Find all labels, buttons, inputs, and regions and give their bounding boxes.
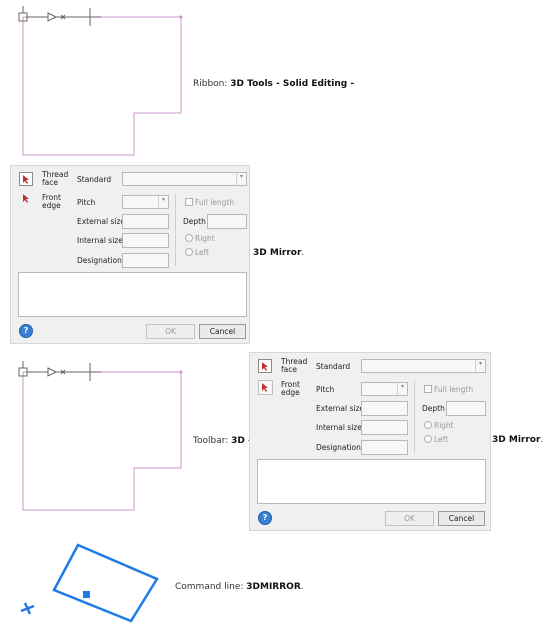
left-label: Left xyxy=(195,248,210,257)
ok-button[interactable]: OK xyxy=(385,511,434,526)
standard-label: Standard xyxy=(316,362,351,371)
cursor-select-icon xyxy=(262,383,268,392)
depth-label: Depth xyxy=(422,404,445,413)
internal-size-field[interactable] xyxy=(361,420,408,435)
command-line-caption: Command line: 3DMIRROR. xyxy=(175,582,304,592)
full-length-checkbox[interactable] xyxy=(185,198,193,206)
external-size-field[interactable] xyxy=(122,214,169,229)
internal-size-label: Internal size xyxy=(316,423,362,432)
depth-field[interactable] xyxy=(207,214,247,229)
right-radio[interactable] xyxy=(185,234,193,242)
mirror-caption-2-bold: 3D Mirror xyxy=(492,435,541,445)
crosshair-icon xyxy=(20,602,35,615)
command-line-caption-suffix: . xyxy=(300,582,304,592)
mirror-caption-2: 3D Mirror. xyxy=(492,435,543,445)
toolbar-caption: Toolbar: 3D - xyxy=(193,436,252,446)
divider xyxy=(414,381,415,453)
command-name: 3DMIRROR xyxy=(246,582,301,592)
pitch-label: Pitch xyxy=(316,385,335,394)
right-label: Right xyxy=(434,421,454,430)
depth-field[interactable] xyxy=(446,401,486,416)
mirror-caption-1-bold: 3D Mirror xyxy=(253,248,302,258)
mirror-caption-2-suffix: . xyxy=(540,435,544,445)
description-textarea[interactable] xyxy=(257,459,486,504)
front-edge-label: Front edge xyxy=(42,193,61,210)
standard-select[interactable]: ▾ xyxy=(361,359,486,373)
cursor-select-icon xyxy=(262,362,268,371)
standard-label: Standard xyxy=(77,175,112,184)
ribbon-caption-prefix: Ribbon: xyxy=(193,79,231,89)
left-radio[interactable] xyxy=(185,248,193,256)
mirror-caption-1-suffix: . xyxy=(301,248,305,258)
cancel-button[interactable]: Cancel xyxy=(199,324,246,339)
cursor-select-icon xyxy=(23,175,29,184)
drawing-middle xyxy=(18,361,183,511)
internal-size-field[interactable] xyxy=(122,233,169,248)
grip-point xyxy=(83,591,90,598)
chevron-down-icon: ▾ xyxy=(158,196,168,208)
external-size-label: External size xyxy=(77,217,126,226)
ok-button[interactable]: OK xyxy=(146,324,195,339)
external-size-field[interactable] xyxy=(361,401,408,416)
ucs-axis-top xyxy=(18,6,183,26)
full-length-label: Full length xyxy=(195,198,235,207)
pitch-select[interactable]: ▾ xyxy=(122,195,169,209)
left-label: Left xyxy=(434,435,449,444)
ribbon-path: 3D Tools - Solid Editing - xyxy=(230,79,355,89)
chevron-down-icon: ▾ xyxy=(236,173,246,185)
designation-label: Designation xyxy=(316,443,361,452)
thread-face-select-button[interactable] xyxy=(258,359,272,373)
front-edge-select-button[interactable] xyxy=(21,193,31,207)
full-length-label: Full length xyxy=(434,385,474,394)
mirror-caption-1: 3D Mirror. xyxy=(253,248,304,258)
left-radio[interactable] xyxy=(424,435,432,443)
internal-size-label: Internal size xyxy=(77,236,123,245)
toolbar-caption-prefix: Toolbar: xyxy=(193,436,232,446)
right-radio[interactable] xyxy=(424,421,432,429)
designation-label: Designation xyxy=(77,256,122,265)
front-edge-label: Front edge xyxy=(281,380,300,397)
chevron-down-icon: ▾ xyxy=(475,360,485,372)
external-size-label: External size xyxy=(316,404,365,413)
ribbon-caption: Ribbon: 3D Tools - Solid Editing - xyxy=(193,79,354,89)
thread-face-label: Thread face xyxy=(42,170,69,187)
pitch-select[interactable]: ▾ xyxy=(361,382,408,396)
full-length-checkbox[interactable] xyxy=(424,385,432,393)
divider xyxy=(175,194,176,266)
thread-face-select-button[interactable] xyxy=(19,172,33,186)
thread-dialog-1: Thread face Front edge Standard ▾ Pitch … xyxy=(10,165,250,344)
thread-dialog-2: Thread face Front edge Standard ▾ Pitch … xyxy=(249,352,491,531)
part-outline-top xyxy=(22,16,182,156)
drawing-top xyxy=(18,6,183,156)
designation-field[interactable] xyxy=(361,440,408,455)
depth-label: Depth xyxy=(183,217,206,226)
pitch-label: Pitch xyxy=(77,198,96,207)
thread-face-label: Thread face xyxy=(281,357,308,374)
cursor-select-icon xyxy=(23,194,29,203)
help-icon[interactable]: ? xyxy=(258,511,272,525)
description-textarea[interactable] xyxy=(18,272,247,317)
cancel-button[interactable]: Cancel xyxy=(438,511,485,526)
part-outline-middle xyxy=(22,371,182,511)
command-line-caption-prefix: Command line: xyxy=(175,582,247,592)
front-edge-select-button[interactable] xyxy=(258,380,273,395)
chevron-down-icon: ▾ xyxy=(397,383,407,395)
ucs-axis-middle xyxy=(18,361,183,381)
right-label: Right xyxy=(195,234,215,243)
selected-rectangle xyxy=(52,543,159,623)
designation-field[interactable] xyxy=(122,253,169,268)
drawing-bottom xyxy=(20,543,159,623)
help-icon[interactable]: ? xyxy=(19,324,33,338)
standard-select[interactable]: ▾ xyxy=(122,172,247,186)
toolbar-path: 3D - xyxy=(231,436,252,446)
